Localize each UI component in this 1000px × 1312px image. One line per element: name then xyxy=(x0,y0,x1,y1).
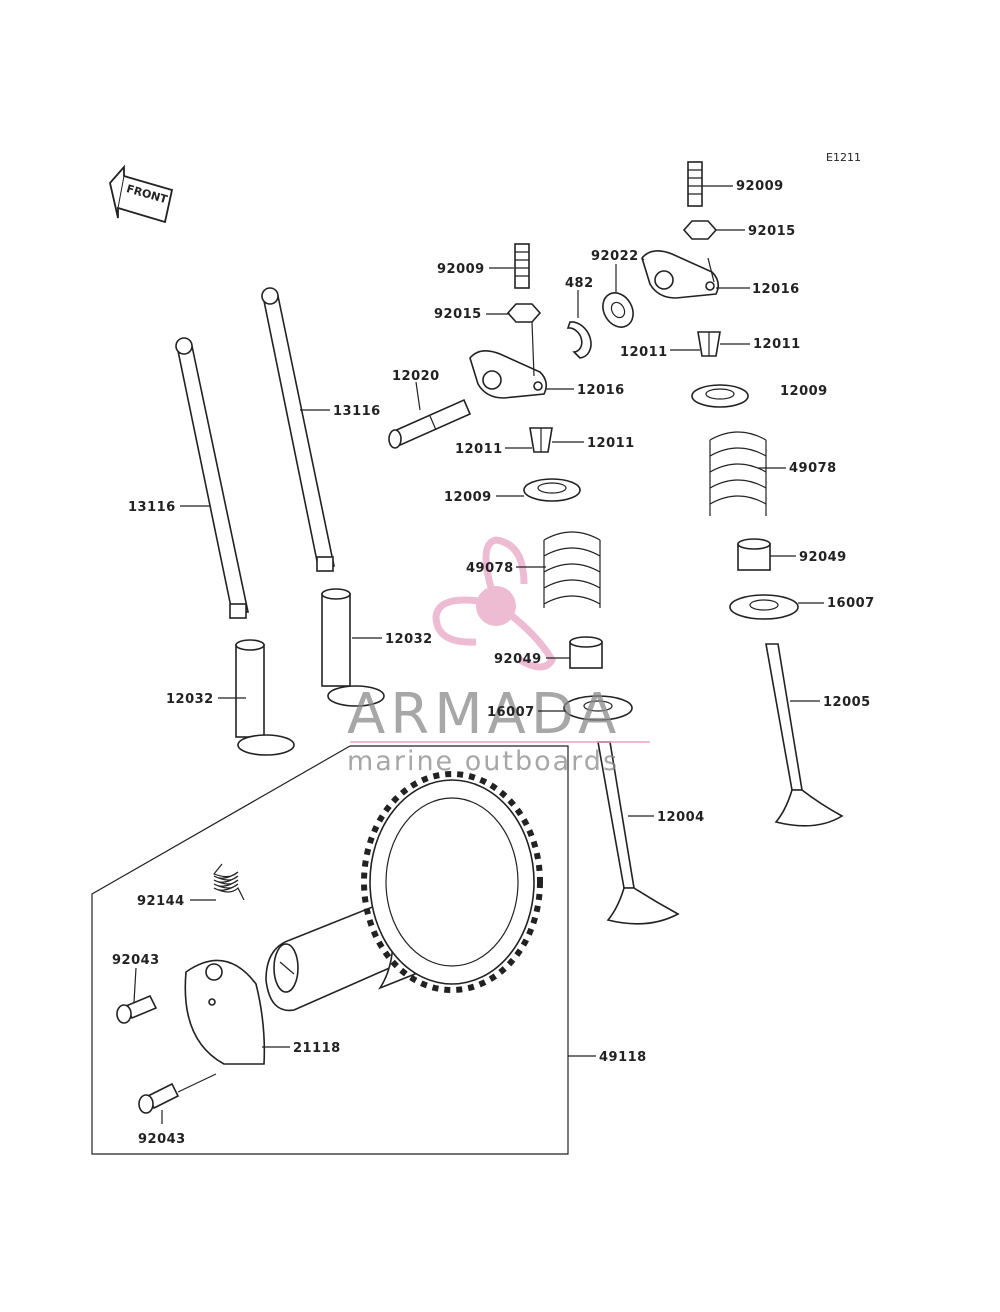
label-92009-left: 92009 xyxy=(437,262,485,277)
label-92015-left: 92015 xyxy=(434,307,482,322)
label-12032-b: 12032 xyxy=(166,692,214,707)
label-12009-right: 12009 xyxy=(780,384,828,399)
collet-right xyxy=(697,331,721,357)
label-13116-b: 13116 xyxy=(128,500,176,515)
spring-92144 xyxy=(213,863,245,901)
label-12016-right: 12016 xyxy=(752,282,800,297)
label-49078-left: 49078 xyxy=(466,561,514,576)
cam-gear xyxy=(361,771,543,993)
tappet-right xyxy=(321,588,385,707)
front-arrow-icon: FRONT xyxy=(109,164,174,224)
adjust-screw-right xyxy=(687,161,703,207)
rocker-shaft xyxy=(388,398,472,449)
pushrod-right xyxy=(261,287,335,572)
label-49118: 49118 xyxy=(599,1050,647,1065)
intake-valve xyxy=(597,741,680,925)
label-92022: 92022 xyxy=(591,249,639,264)
rocker-arm-right xyxy=(641,250,720,299)
locknut-left xyxy=(506,303,542,323)
label-12011-right-a: 12011 xyxy=(620,345,668,360)
valve-spring-right xyxy=(709,431,767,516)
retainer-right xyxy=(691,384,749,408)
adjust-screw-left xyxy=(514,243,530,289)
label-12009-left: 12009 xyxy=(444,490,492,505)
valve-seal-right xyxy=(737,538,771,571)
label-12004: 12004 xyxy=(657,810,705,825)
label-12032-a: 12032 xyxy=(385,632,433,647)
label-12016-left: 12016 xyxy=(577,383,625,398)
locknut-right xyxy=(682,220,718,240)
label-12011-right-b: 12011 xyxy=(753,337,801,352)
label-12020: 12020 xyxy=(392,369,440,384)
diagram-code: E1211 xyxy=(826,151,861,164)
bolt-upper xyxy=(116,994,158,1024)
label-16007-left: 16007 xyxy=(487,705,535,720)
label-12011-left-b: 12011 xyxy=(587,436,635,451)
exhaust-valve xyxy=(765,643,844,827)
label-21118: 21118 xyxy=(293,1041,341,1056)
washer-92022 xyxy=(602,292,634,328)
decompressor-plate xyxy=(184,959,266,1065)
spring-seat-left xyxy=(563,695,633,721)
label-12005: 12005 xyxy=(823,695,871,710)
brand-tagline: marine outboards xyxy=(347,746,619,777)
label-13116-a: 13116 xyxy=(333,404,381,419)
label-482: 482 xyxy=(565,276,594,291)
label-92049-right: 92049 xyxy=(799,550,847,565)
spring-seat-right xyxy=(729,594,799,620)
valve-seal-left xyxy=(569,636,603,669)
label-49078-right: 49078 xyxy=(789,461,837,476)
label-92043-b: 92043 xyxy=(138,1132,186,1147)
tappet-left xyxy=(235,639,295,756)
label-92144: 92144 xyxy=(137,894,185,909)
label-92015-right: 92015 xyxy=(748,224,796,239)
rocker-arm-left xyxy=(469,350,548,399)
brand-name: ARMADA xyxy=(347,682,621,747)
circlip xyxy=(566,321,592,359)
label-12011-left-a: 12011 xyxy=(455,442,503,457)
label-16007-right: 16007 xyxy=(827,596,875,611)
camshaft-group-box xyxy=(91,745,569,1155)
bolt-lower xyxy=(138,1082,180,1114)
pushrod-left xyxy=(175,337,249,619)
label-92009-right: 92009 xyxy=(736,179,784,194)
valve-spring-left xyxy=(543,531,601,608)
armada-logo: ARMADA marine outboards xyxy=(347,536,650,777)
retainer-left xyxy=(523,478,581,502)
leader-lines xyxy=(133,185,824,1124)
label-92049-left: 92049 xyxy=(494,652,542,667)
collet-left xyxy=(529,427,553,453)
label-92043-a: 92043 xyxy=(112,953,160,968)
